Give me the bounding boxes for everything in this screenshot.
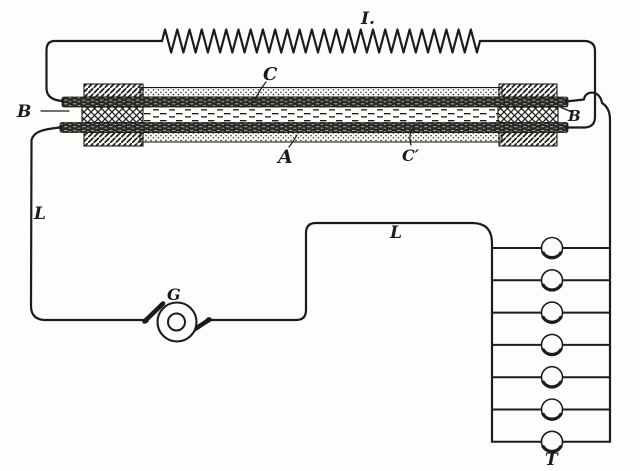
battery-cell <box>492 430 610 454</box>
plug-left <box>81 83 144 147</box>
cell-ball-shade <box>541 347 563 357</box>
battery-cell <box>492 301 610 324</box>
crossover-hop-and-right-rail <box>564 91 612 443</box>
plug-right <box>497 83 559 147</box>
galvanometer-dial <box>167 312 186 332</box>
label-galvanometer: G <box>167 285 181 304</box>
wire-top-right <box>478 39 597 129</box>
battery-cell <box>492 365 610 389</box>
leader-b-right <box>560 106 573 113</box>
battery-cell <box>492 236 610 260</box>
tube-wall-bottom <box>139 131 503 143</box>
cell-ball-shade <box>541 250 563 260</box>
carbon-rod-bottom <box>59 122 569 133</box>
cell-ball-shade <box>541 380 563 389</box>
tube-assembly <box>58 83 569 147</box>
junction-dot <box>143 317 149 324</box>
label-plug-right: B <box>567 107 581 125</box>
label-battery: T <box>545 450 559 470</box>
resistor-coil-path <box>160 28 482 54</box>
label-plug-left: B <box>16 102 31 122</box>
cell-ball-shade <box>541 283 563 292</box>
carbon-rod-top <box>61 96 569 108</box>
wire-middle-line-and-left-rail <box>207 221 494 443</box>
label-line-middle: L <box>389 223 402 243</box>
battery-cell <box>492 333 610 357</box>
leader-c <box>253 81 267 102</box>
label-coil: I. <box>360 9 375 29</box>
wire-left-line <box>29 126 148 322</box>
galvanometer <box>142 301 212 343</box>
galvanometer-body <box>156 301 198 343</box>
leader-a <box>288 134 298 148</box>
label-line-left: L <box>33 204 46 224</box>
label-rod-bottom: C′ <box>402 146 420 165</box>
battery-cells <box>492 236 610 454</box>
leader-c-prime <box>409 127 414 146</box>
battery-cell <box>492 398 610 421</box>
label-tube: A <box>276 146 293 168</box>
tube-wall-top <box>139 86 503 98</box>
label-rod-top: C <box>263 64 278 85</box>
battery-cell <box>492 268 610 292</box>
cell-ball-shade <box>541 412 563 421</box>
wire-top-left <box>45 39 164 103</box>
junction-dot <box>205 317 212 323</box>
cell-ball-shade <box>541 444 563 453</box>
cell-ball-shade <box>541 315 563 324</box>
